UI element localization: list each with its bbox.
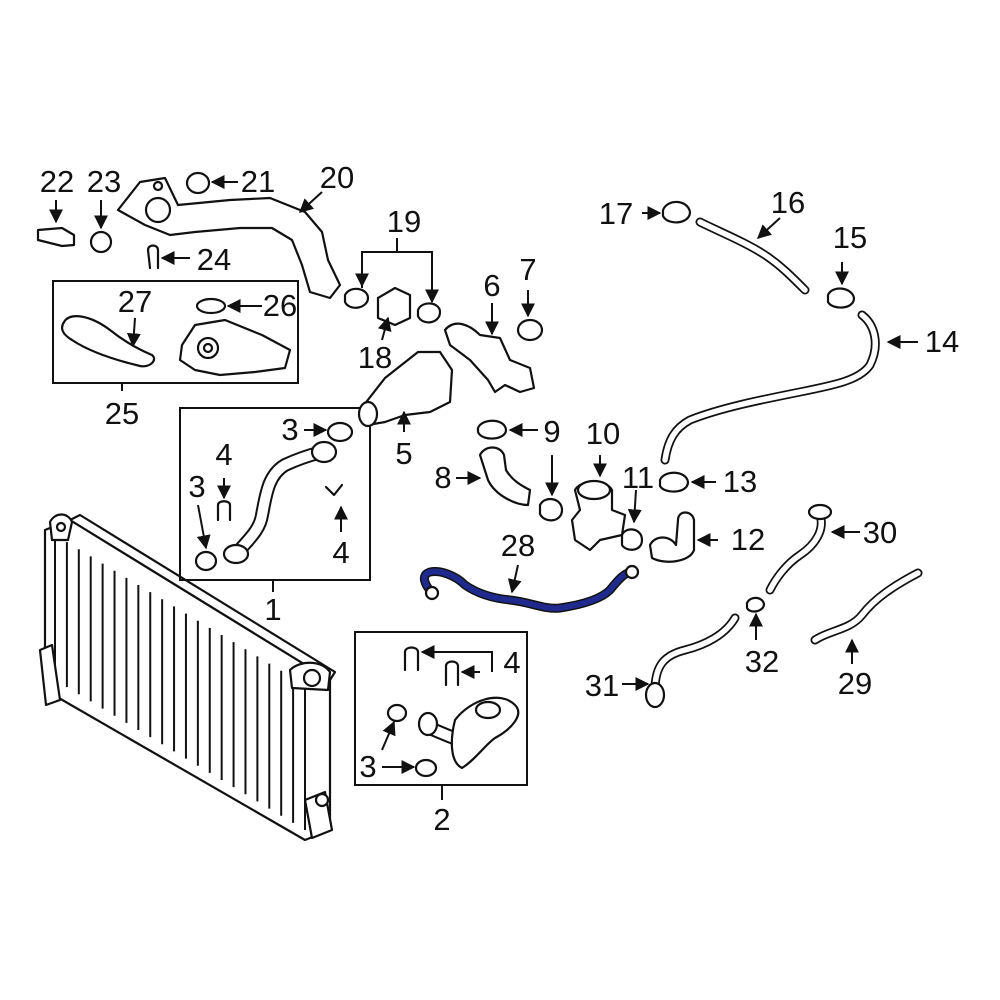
callout-21: 21: [241, 164, 275, 199]
callout-19: 19: [387, 204, 421, 239]
hose-12: [648, 511, 696, 563]
callout-labels: 1 2 3 3 3 3 4 4 4 5 6 7 8 9 10 11 12 13 …: [40, 160, 959, 837]
callout-15: 15: [833, 220, 867, 255]
plug-32: [745, 596, 766, 613]
coolant-pipe-20: [116, 176, 342, 300]
callout-30: 30: [863, 515, 897, 550]
callout-13: 13: [723, 464, 757, 499]
pipe-6: [443, 322, 536, 394]
callout-9: 9: [543, 414, 560, 449]
callout-3: 3: [359, 749, 376, 784]
o-ring-26: [195, 297, 227, 315]
callout-25: 25: [105, 396, 139, 431]
callout-1: 1: [264, 592, 281, 627]
callout-10: 10: [586, 416, 620, 451]
callout-8: 8: [434, 460, 451, 495]
radiator: [38, 513, 337, 842]
clamp-9: [476, 419, 508, 440]
o-ring-23: [89, 230, 113, 254]
o-ring-21: [185, 171, 211, 195]
callout-23: 23: [87, 164, 121, 199]
callout-2: 2: [433, 802, 450, 837]
callout-26: 26: [263, 288, 297, 323]
hose-29: [810, 568, 923, 645]
clamp-9b: [538, 497, 564, 522]
clip: [216, 500, 232, 522]
callout-27: 27: [118, 284, 152, 319]
hose-8: [478, 446, 532, 507]
callout-28: 28: [501, 528, 535, 563]
thermostat-housing-5: [358, 350, 454, 427]
callout-17: 17: [599, 196, 633, 231]
callout-12: 12: [731, 522, 765, 557]
hose-16: [695, 217, 810, 295]
callout-5: 5: [395, 436, 412, 471]
hose-1: [222, 440, 338, 565]
clamp-19b: [416, 302, 442, 324]
hose-28-highlighted: [419, 564, 640, 613]
o-ring: [414, 758, 438, 778]
clamp-17: [661, 200, 692, 224]
gasket-27: [61, 315, 156, 368]
clamp-15: [826, 287, 856, 309]
callout-6: 6: [483, 268, 500, 303]
o-ring: [386, 703, 408, 723]
clamp-13: [658, 471, 690, 493]
leader-lines: [49, 175, 918, 800]
sensor-22: [36, 226, 76, 248]
clip: [403, 646, 420, 672]
water-pump-26: [178, 318, 292, 377]
callout-16: 16: [771, 185, 805, 220]
callout-22: 22: [40, 164, 74, 199]
callout-4: 4: [503, 645, 520, 680]
callout-3: 3: [188, 469, 205, 504]
kit-box-1: [179, 407, 371, 581]
hose-2: [417, 696, 520, 770]
o-ring: [326, 421, 354, 443]
callout-18: 18: [358, 340, 392, 375]
pipe-14: [660, 310, 880, 465]
hose-30: [765, 503, 833, 595]
callout-3: 3: [281, 412, 298, 447]
callout-20: 20: [320, 160, 354, 195]
callout-29: 29: [838, 666, 872, 701]
clamp-19a: [343, 287, 370, 309]
callout-11: 11: [622, 460, 654, 495]
kit-box-25: [52, 280, 299, 384]
callout-14: 14: [925, 324, 959, 359]
callout-7: 7: [519, 252, 536, 287]
hose-18: [376, 286, 412, 327]
callout-31: 31: [585, 668, 619, 703]
clip: [324, 483, 344, 497]
callout-4: 4: [332, 535, 349, 570]
clip-24: [146, 244, 160, 270]
clamp-11: [620, 528, 644, 551]
o-ring-7: [516, 318, 544, 342]
callout-32: 32: [745, 644, 779, 679]
hose-31: [644, 613, 740, 709]
o-ring: [194, 550, 218, 572]
callout-24: 24: [197, 242, 231, 277]
clip: [444, 660, 460, 687]
callout-4: 4: [215, 437, 232, 472]
